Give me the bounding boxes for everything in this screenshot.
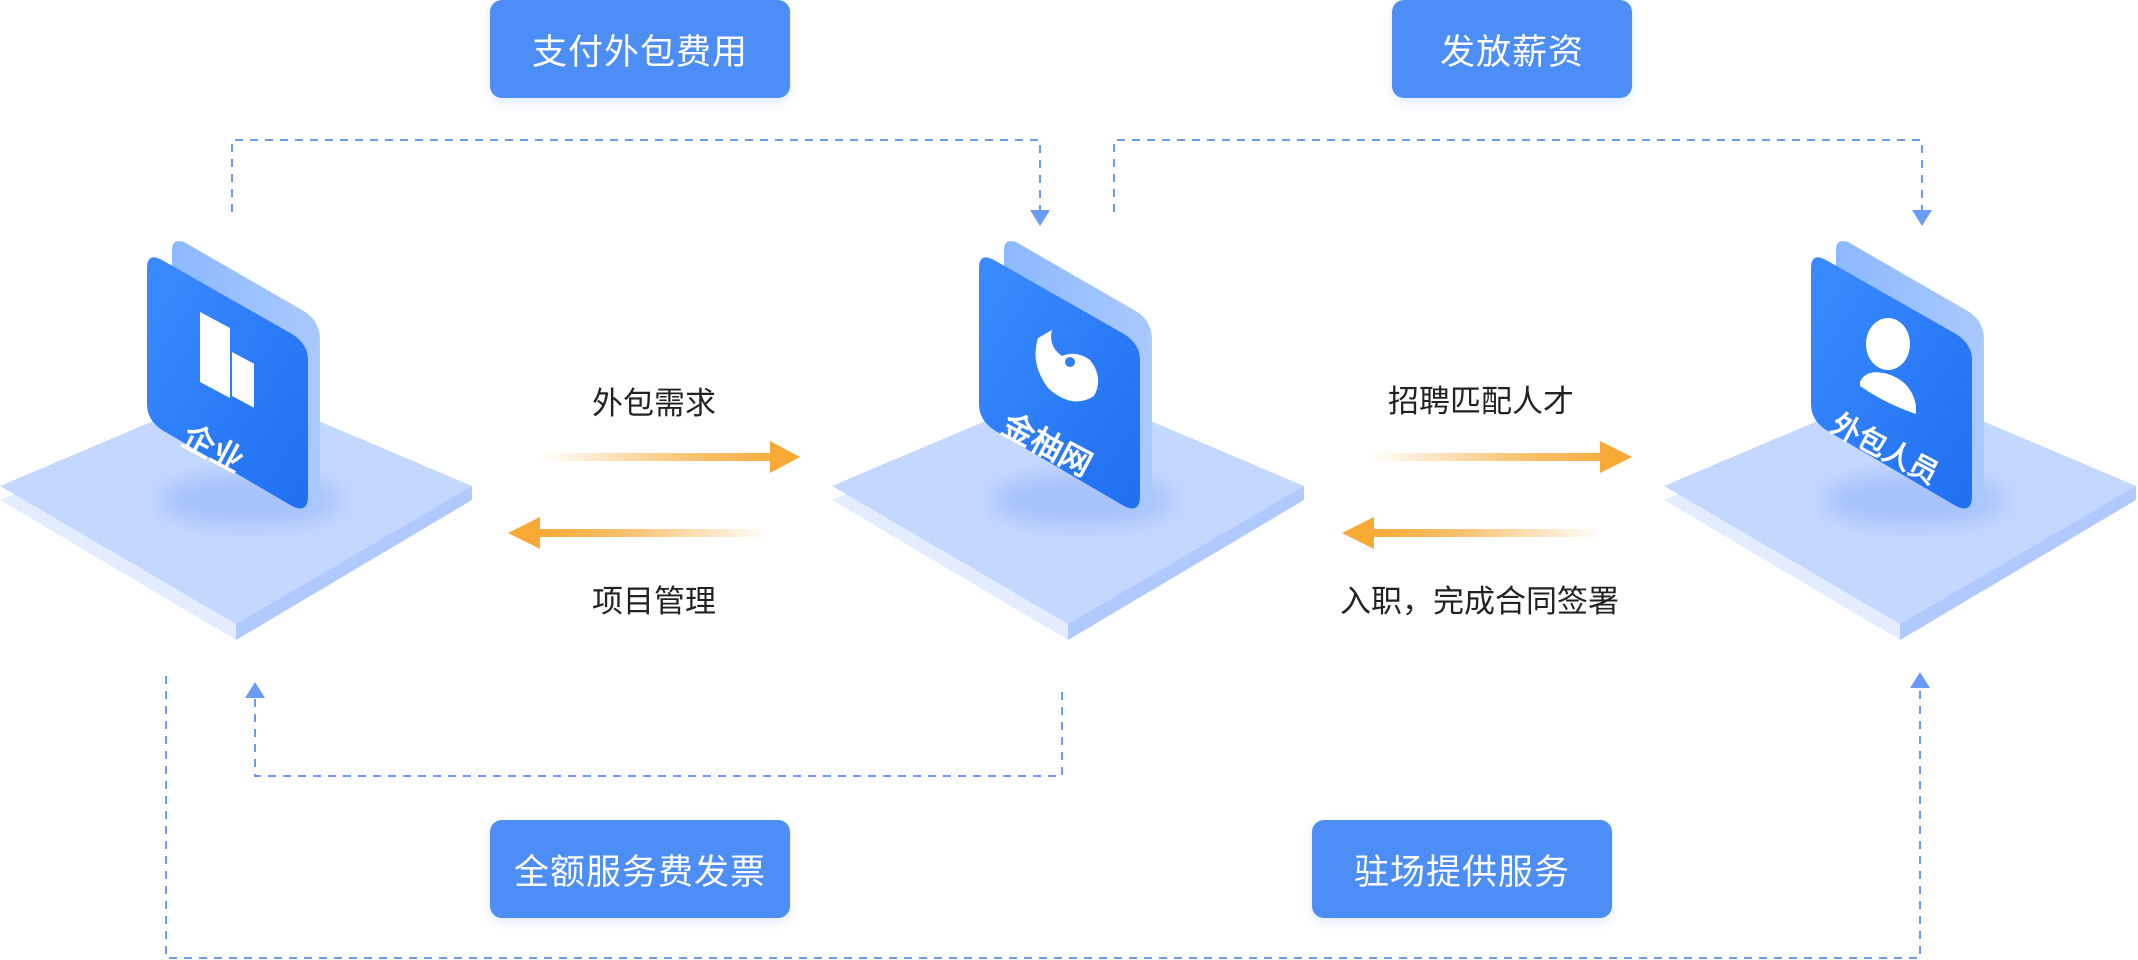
dashed-connector-onsite [165, 676, 1921, 959]
dashed-connector-invoice [254, 692, 1063, 777]
arrow-onboard [1342, 517, 1602, 549]
arrow-recruit [1370, 441, 1632, 473]
arrow-project-management [508, 517, 770, 549]
pay-salary-tag: 发放薪资 [1392, 0, 1632, 98]
project-management-label: 项目管理 [592, 584, 716, 620]
person-icon [1860, 318, 1916, 414]
node-tile-enterprise [147, 241, 340, 526]
node-tile-jinyou [979, 241, 1172, 526]
onsite-service-tag: 驻场提供服务 [1312, 820, 1612, 918]
onboard-contract-label: 入职，完成合同签署 [1340, 584, 1619, 620]
grapefruit-logo-icon [1035, 330, 1099, 402]
dashed-arrowhead-platform [1030, 210, 1050, 226]
dashed-connector-salary [1113, 139, 1923, 212]
dashed-arrowhead-outsourced [1912, 210, 1932, 226]
dashed-connector-pay-fee [231, 139, 1041, 212]
building-icon [200, 312, 254, 408]
full-invoice-tag: 全额服务费发票 [490, 820, 790, 918]
recruit-match-label: 招聘匹配人才 [1388, 384, 1574, 420]
dashed-arrowhead-enterprise [245, 682, 265, 698]
outsourcing-demand-label: 外包需求 [592, 386, 716, 422]
node-tile-outsourced [1811, 241, 2004, 526]
dashed-arrowhead-outsourced-bottom [1910, 672, 1930, 688]
pay-outsourcing-fee-tag: 支付外包费用 [490, 0, 790, 98]
arrow-demand [540, 441, 800, 473]
